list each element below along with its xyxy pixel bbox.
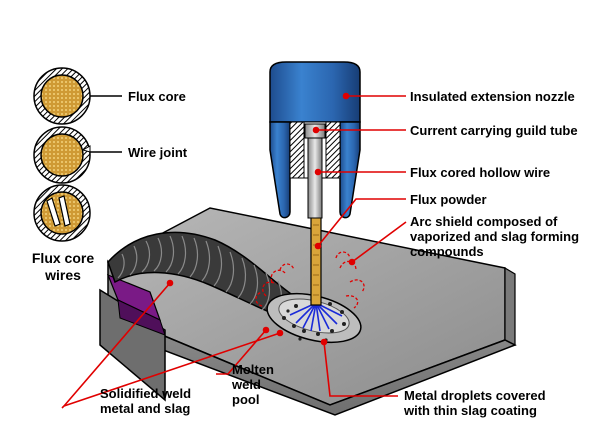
label-solidified-line2: metal and slag [100, 401, 191, 416]
leader-solidified-weld-2 [63, 332, 281, 407]
leader-solidified-weld [61, 282, 171, 409]
label-droplets-line1: Metal droplets covered [404, 388, 546, 403]
wire-cross-section-flux-core [33, 67, 91, 125]
label-flux-cored-wire: Flux cored hollow wire [410, 165, 551, 180]
label-metal-droplets: Metal droplets covered with thin slag co… [404, 388, 546, 418]
label-arc-shield: Arc shield composed of vaporized and sla… [410, 214, 579, 259]
leader-molten-pool [216, 329, 267, 375]
current-carrying-guide-tube [304, 123, 326, 219]
label-solidified-weld: Solidified weld metal and slag [100, 386, 191, 416]
wire-cross-section-wire-joint [33, 126, 91, 184]
label-arc-shield-line2: vaporized and slag forming [410, 229, 580, 244]
label-current-tube: Current carrying guild tube [410, 123, 578, 138]
leader-arc-shield [351, 221, 407, 263]
label-arc-shield-line3: compounds [410, 244, 484, 259]
label-flux-core-wires-line1: Flux core [31, 250, 95, 266]
label-molten-line2: weld [232, 377, 261, 392]
label-solidified-line1: Solidified weld [100, 386, 192, 401]
label-insulated-nozzle: Insulated extension nozzle [410, 89, 575, 104]
label-droplets-line2: with thin slag coating [404, 403, 537, 418]
label-arc-shield-line1: Arc shield composed of [410, 214, 558, 229]
label-molten-pool: Molten weld pool [232, 362, 274, 407]
wire-cross-section-folded [33, 184, 91, 242]
leader-flux-powder [317, 198, 406, 247]
flux-cored-wire [310, 214, 322, 306]
arc-shield-vapor [255, 251, 365, 309]
label-flux-core-wires: Flux core wires [22, 250, 104, 284]
leader-metal-droplets [323, 341, 398, 397]
label-molten-line3: pool [232, 392, 260, 407]
label-flux-core-wires-line2: wires [45, 267, 81, 283]
label-wire-joint: Wire joint [128, 145, 188, 160]
label-flux-powder: Flux powder [410, 192, 487, 207]
label-molten-line1: Molten [232, 362, 274, 377]
label-flux-core: Flux core [128, 89, 186, 104]
